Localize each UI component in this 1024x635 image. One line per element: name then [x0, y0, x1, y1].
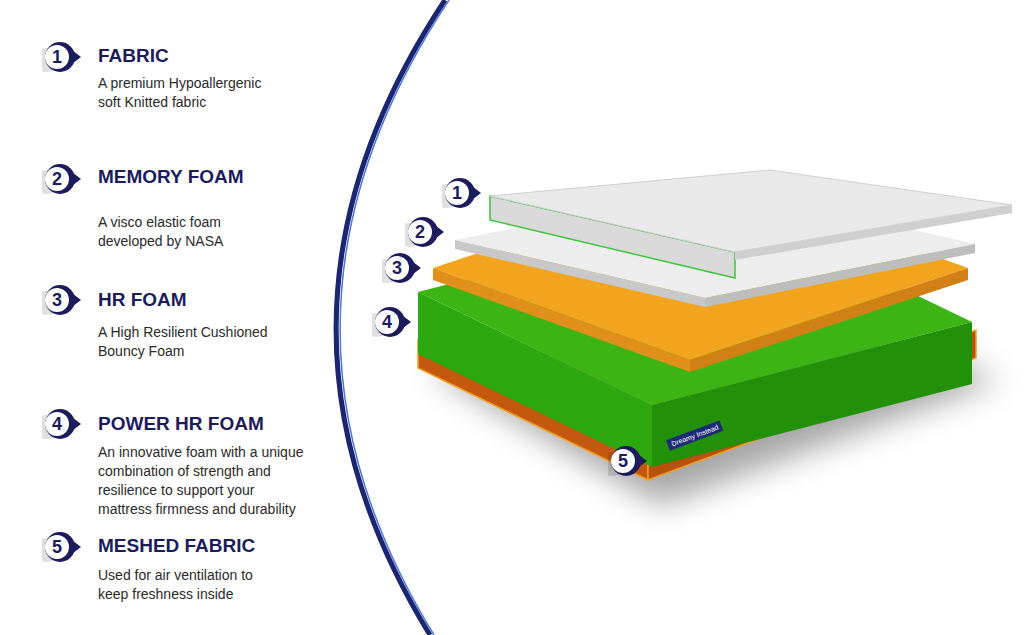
callout-number: 4	[375, 305, 399, 339]
callout-number: 5	[611, 444, 635, 478]
callout-number: 2	[45, 162, 69, 196]
layer-description: A premium Hypoallergenic soft Knitted fa…	[98, 74, 276, 112]
badge-shape	[42, 162, 84, 196]
callout-number: 3	[45, 283, 69, 317]
callout-badge: 3	[382, 251, 424, 285]
layer-name: MEMORY FOAM	[98, 166, 244, 188]
badge-shape	[382, 251, 424, 285]
badge-shape	[372, 305, 414, 339]
callout-badge: 2	[405, 215, 447, 249]
callout-badge: 2	[42, 162, 84, 196]
callout-badge: 1	[442, 176, 484, 210]
badge-shape	[42, 283, 84, 317]
layer-name: MESHED FABRIC	[98, 535, 255, 557]
callout-badge: 5	[608, 444, 650, 478]
layer-name: FABRIC	[98, 45, 169, 67]
layer-description: A visco elastic foam developed by NASA	[98, 213, 238, 251]
badge-shape	[42, 40, 84, 74]
brand-tag: Dreamy Instead	[666, 420, 724, 450]
layer-description: An innovative foam with a unique combina…	[98, 443, 308, 519]
fabric-cover-layer	[490, 170, 1012, 278]
layer-name: HR FOAM	[98, 289, 187, 311]
callout-number: 1	[445, 176, 469, 210]
layer-description: A High Resilient Cushioned Bouncy Foam	[98, 323, 276, 361]
callout-badge: 1	[42, 40, 84, 74]
badge-shape	[42, 530, 84, 564]
badge-shape	[608, 444, 650, 478]
callout-badge: 3	[42, 283, 84, 317]
layer-name: POWER HR FOAM	[98, 413, 264, 435]
callout-number: 3	[385, 251, 409, 285]
cover-top-face	[490, 170, 1012, 252]
badge-shape	[42, 407, 84, 441]
callout-number: 1	[45, 40, 69, 74]
badge-shape	[442, 176, 484, 210]
callout-number: 4	[45, 407, 69, 441]
badge-shape	[405, 215, 447, 249]
layer-description: Used for air ventilation to keep freshne…	[98, 566, 260, 604]
callout-number: 5	[45, 530, 69, 564]
callout-badge: 4	[372, 305, 414, 339]
callout-badge: 4	[42, 407, 84, 441]
callout-number: 2	[408, 215, 432, 249]
callout-badge: 5	[42, 530, 84, 564]
